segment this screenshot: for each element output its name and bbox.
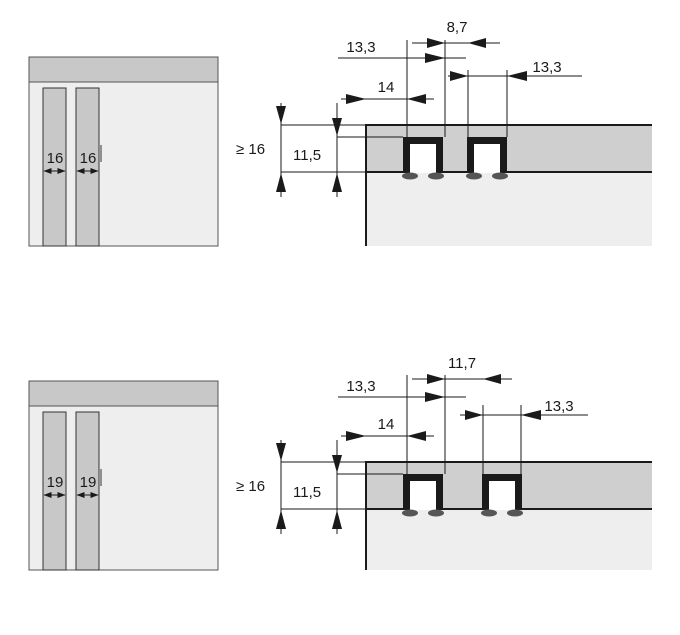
diagram-2: 19 19 bbox=[28, 355, 652, 571]
track-channel-left bbox=[402, 137, 444, 180]
dim-track-gap-label: 8,7 bbox=[447, 19, 468, 36]
dim-14-label: 14 bbox=[378, 79, 395, 96]
door-right-width-label: 16 bbox=[80, 150, 97, 167]
dim-14-label: 14 bbox=[378, 416, 395, 433]
door-left-width-label: 19 bbox=[47, 474, 64, 491]
section-view-1: ≥ 16 11,5 14 13,3 8,7 bbox=[236, 19, 652, 246]
dimension-lines-vertical bbox=[276, 103, 403, 197]
track-height-label: 11,5 bbox=[293, 147, 321, 164]
door-right bbox=[75, 87, 100, 247]
min-height-label: ≥ 16 bbox=[236, 141, 265, 158]
section-view-2: ≥ 16 11,5 14 13,3 11,7 bbox=[236, 355, 652, 570]
door-left bbox=[42, 87, 67, 247]
extension-lines-top bbox=[406, 40, 508, 137]
track-channel-left bbox=[402, 474, 444, 517]
front-view-2: 19 19 bbox=[28, 380, 219, 571]
min-height-label: ≥ 16 bbox=[236, 478, 265, 495]
top-rail-header bbox=[28, 56, 219, 83]
top-rail-header bbox=[28, 380, 219, 407]
dim-13-3-left-label: 13,3 bbox=[346, 378, 375, 395]
dim-13-3-right-label: 13,3 bbox=[532, 59, 561, 76]
track-channel-right bbox=[466, 137, 508, 180]
door-right-width-label: 19 bbox=[80, 474, 97, 491]
front-view-1: 16 16 bbox=[28, 56, 219, 247]
door-left-width-label: 16 bbox=[47, 150, 64, 167]
door-right bbox=[75, 411, 100, 571]
dim-13-3-right-label: 13,3 bbox=[544, 398, 573, 415]
cabinet-body bbox=[366, 172, 652, 246]
diagram-1: 16 16 bbox=[28, 19, 652, 247]
dimension-lines-vertical bbox=[276, 440, 403, 534]
dim-track-gap-label: 11,7 bbox=[448, 355, 476, 372]
extension-lines-top bbox=[406, 375, 522, 474]
track-channel-right bbox=[481, 474, 523, 517]
dim-13-3-left-label: 13,3 bbox=[346, 39, 375, 56]
track-height-label: 11,5 bbox=[293, 484, 321, 501]
cabinet-body bbox=[366, 509, 652, 570]
door-left bbox=[42, 411, 67, 571]
